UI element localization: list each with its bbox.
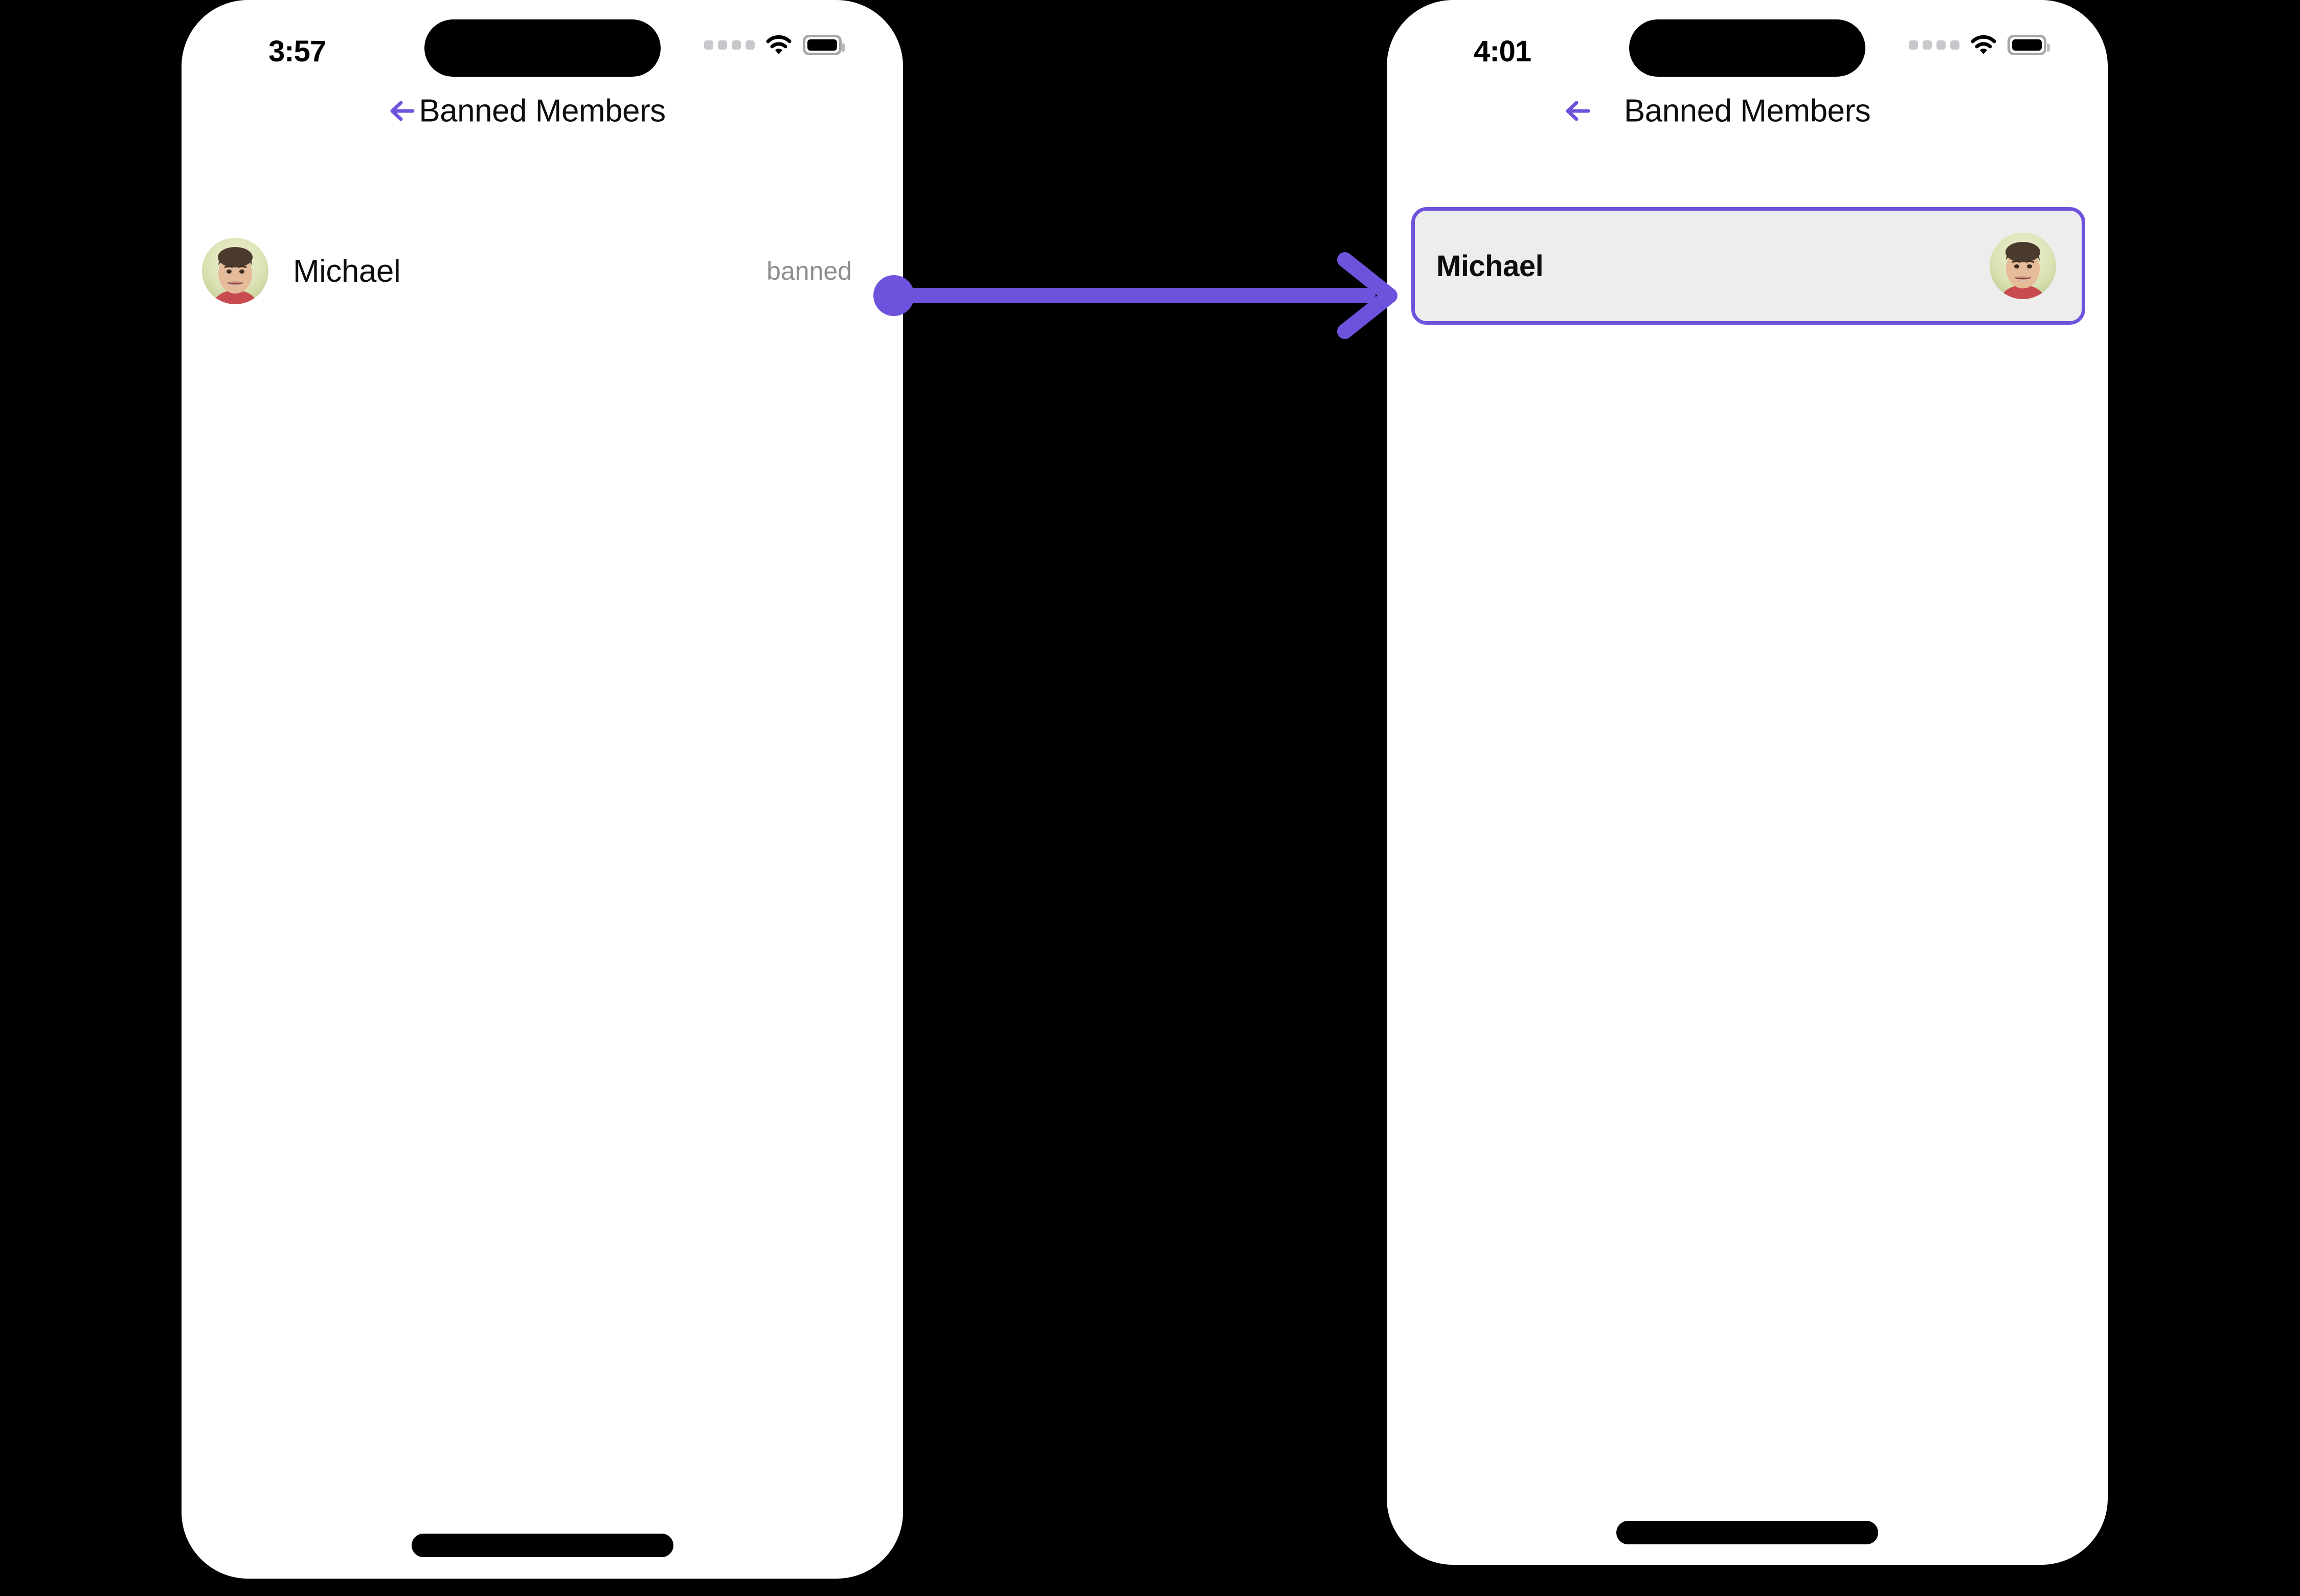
page-title: Banned Members (419, 93, 666, 129)
signal-dots-icon (704, 40, 755, 50)
dynamic-island (1629, 19, 1865, 77)
status-bar: 4:01 (1387, 0, 2108, 78)
page-title: Banned Members (1623, 93, 1871, 129)
click-target-arrow (873, 252, 1397, 339)
home-indicator (1616, 1521, 1878, 1544)
arrow-left-icon[interactable] (381, 89, 425, 133)
signal-dots-icon (1909, 40, 1959, 50)
arrow-left-icon[interactable] (1557, 89, 1600, 133)
phone-screen-after: 4:01 Banned Members Michael (1387, 0, 2108, 1565)
status-bar-clock: 4:01 (1474, 35, 1531, 68)
status-bar-indicators (1909, 35, 2050, 55)
home-indicator (411, 1534, 673, 1557)
list-item[interactable]: Michael banned (182, 225, 903, 317)
status-badge: banned (766, 257, 852, 285)
avatar (1990, 233, 2056, 299)
battery-icon (2008, 35, 2050, 55)
member-name: Michael (1436, 249, 1544, 283)
phone-screen-before: 3:57 Banned Members (182, 0, 903, 1579)
navigation-bar: Banned Members (182, 78, 903, 144)
arrow-head (1337, 252, 1397, 339)
selected-member-card[interactable]: Michael (1411, 207, 2085, 325)
status-bar: 3:57 (182, 0, 903, 78)
status-bar-clock: 3:57 (268, 35, 326, 68)
wifi-icon (1971, 35, 1996, 55)
navigation-bar: Banned Members (1387, 78, 2108, 144)
status-bar-indicators (704, 35, 845, 55)
wifi-icon (766, 35, 792, 55)
avatar (202, 238, 268, 304)
dynamic-island (424, 19, 661, 77)
battery-icon (803, 35, 845, 55)
member-name: Michael (293, 253, 401, 289)
